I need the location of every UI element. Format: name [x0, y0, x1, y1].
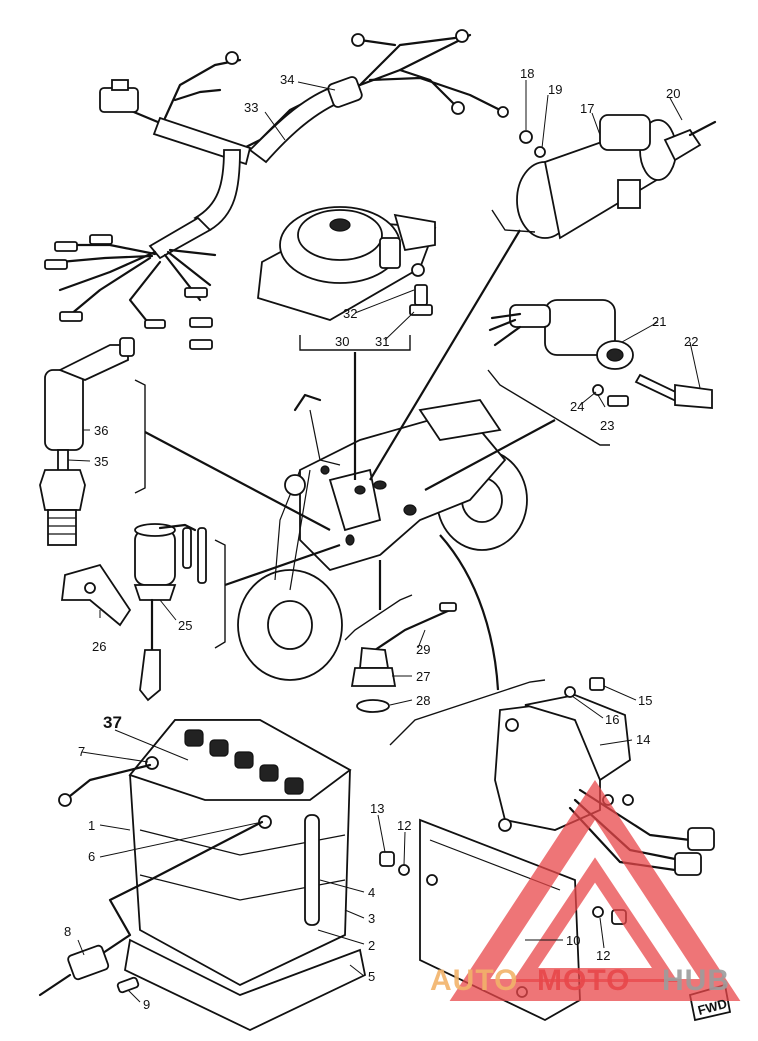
motorcycle-outline — [237, 393, 528, 681]
spark-plug-assembly — [39, 337, 146, 546]
callout-12b: 12 — [596, 948, 610, 963]
leader-lines — [67, 80, 701, 1003]
callout-30: 30 — [335, 334, 349, 349]
callout-34: 34 — [280, 72, 294, 87]
battery — [38, 719, 367, 1031]
callout-16: 16 — [605, 712, 619, 727]
callout-29: 29 — [416, 642, 430, 657]
callout-4: 4 — [368, 885, 375, 900]
ignition-coil — [60, 523, 226, 702]
callout-5: 5 — [368, 969, 375, 984]
callout-33: 33 — [244, 100, 258, 115]
horn-assembly — [257, 206, 437, 351]
watermark-text-auto: AUTO — [430, 964, 518, 997]
callout-15: 15 — [638, 693, 652, 708]
callout-19: 19 — [548, 82, 562, 97]
watermark-text-moto: MOTO — [537, 964, 630, 997]
callout-36: 36 — [94, 423, 108, 438]
regulator-assembly — [389, 677, 715, 876]
callout-20: 20 — [666, 86, 680, 101]
callout-24: 24 — [570, 399, 584, 414]
callout-25: 25 — [178, 618, 192, 633]
ignition-switch — [487, 299, 713, 446]
callout-1: 1 — [88, 818, 95, 833]
callout-6: 6 — [88, 849, 95, 864]
callout-2: 2 — [368, 938, 375, 953]
callout-17: 17 — [580, 101, 594, 116]
callout-28: 28 — [416, 693, 430, 708]
starter-motor — [491, 114, 717, 240]
callout-31: 31 — [375, 334, 389, 349]
fwd-tag: FWD — [696, 996, 728, 1018]
callout-9: 9 — [143, 997, 150, 1012]
watermark-text-hub: HUB — [662, 964, 730, 997]
watermark-triangle — [449, 779, 741, 1001]
neutral-switch — [344, 594, 457, 713]
callout-21: 21 — [652, 314, 666, 329]
callout-26: 26 — [92, 639, 106, 654]
callout-18: 18 — [520, 66, 534, 81]
callouts: 1 2 3 4 5 6 7 8 9 10 12 12 13 14 15 16 1… — [64, 66, 698, 1012]
watermark: AUTO MOTO HUB — [430, 779, 741, 1001]
callout-22: 22 — [684, 334, 698, 349]
callout-23: 23 — [600, 418, 614, 433]
callout-14: 14 — [636, 732, 650, 747]
callout-8: 8 — [64, 924, 71, 939]
callout-10: 10 — [566, 933, 580, 948]
callout-27: 27 — [416, 669, 430, 684]
callout-12a: 12 — [397, 818, 411, 833]
callout-35: 35 — [94, 454, 108, 469]
wire-harness — [44, 29, 509, 350]
callout-3: 3 — [368, 911, 375, 926]
callout-7: 7 — [78, 744, 85, 759]
callout-13: 13 — [370, 801, 384, 816]
reference-lines — [144, 229, 556, 691]
callout-37: 37 — [103, 713, 122, 732]
callout-32: 32 — [343, 306, 357, 321]
